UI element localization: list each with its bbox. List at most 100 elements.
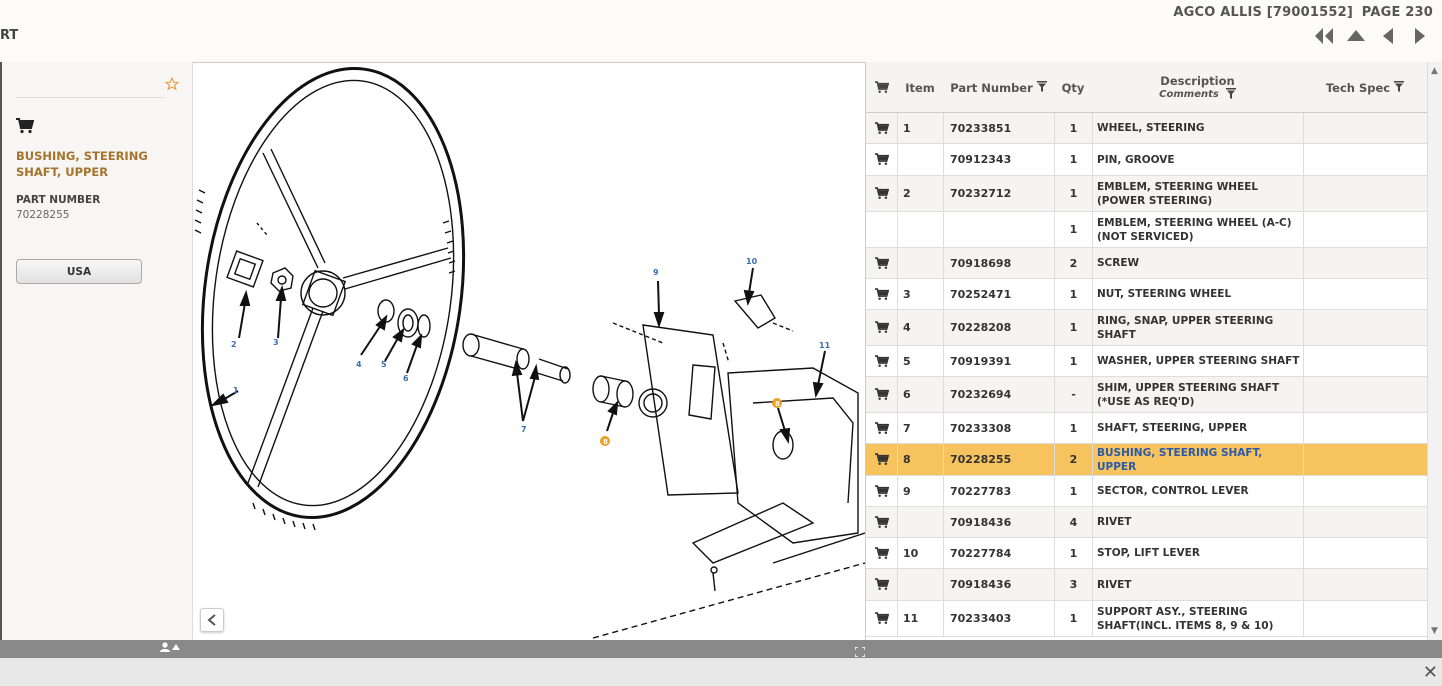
cell-part-number[interactable]: 70227784 [943, 538, 1054, 568]
next-page-button[interactable] [1410, 26, 1430, 46]
cell-part-number[interactable]: 70233851 [943, 113, 1054, 143]
cell-description: SECTOR, CONTROL LEVER [1092, 476, 1303, 506]
cell-part-number[interactable]: 70918436 [943, 507, 1054, 537]
row-cart-button[interactable] [866, 476, 897, 506]
cell-description: STOP, LIFT LEVER [1092, 538, 1303, 568]
close-icon[interactable]: ✕ [1422, 662, 1438, 683]
cell-tech-spec [1303, 377, 1427, 412]
row-cart-button[interactable] [866, 377, 897, 412]
callout-9[interactable]: 9 [653, 268, 659, 277]
callout-10[interactable]: 10 [746, 257, 758, 266]
row-cart-button[interactable] [866, 144, 897, 175]
row-cart-button[interactable] [866, 569, 897, 600]
cart-icon [874, 287, 889, 301]
cell-description: NUT, STEERING WHEEL [1092, 279, 1303, 309]
callout-2[interactable]: 2 [231, 340, 237, 349]
divider [16, 97, 164, 98]
double-chevron-left-icon [1315, 28, 1333, 44]
column-header-tech-spec[interactable]: Tech Spec [1303, 62, 1427, 113]
row-cart-button[interactable] [866, 601, 897, 636]
cell-item [897, 212, 943, 247]
callout-8-highlight-2[interactable]: 8 [775, 400, 780, 408]
cell-part-number[interactable]: 70233403 [943, 601, 1054, 636]
cell-part-number[interactable]: 70252471 [943, 279, 1054, 309]
status-bar [0, 640, 1442, 658]
row-cart-button[interactable] [866, 507, 897, 537]
scroll-up-icon[interactable]: ▲ [1431, 66, 1438, 76]
cell-part-number[interactable]: 70232694 [943, 377, 1054, 412]
favorite-star-icon[interactable] [164, 76, 180, 95]
cell-part-number[interactable]: 70232712 [943, 176, 1054, 211]
cell-part-number[interactable]: 70228255 [943, 444, 1054, 475]
scroll-down-icon[interactable]: ▼ [1431, 626, 1438, 636]
cell-part-number[interactable]: 70227783 [943, 476, 1054, 506]
column-header-description[interactable]: Description Comments [1092, 62, 1303, 113]
cell-part-number[interactable]: 70918698 [943, 248, 1054, 278]
column-header-item[interactable]: Item [905, 80, 935, 95]
filter-icon[interactable] [1225, 87, 1236, 102]
row-cart-button[interactable] [866, 346, 897, 376]
callout-4[interactable]: 4 [356, 360, 362, 369]
row-cart-button[interactable] [866, 413, 897, 443]
cell-tech-spec [1303, 538, 1427, 568]
header-cart-icon[interactable] [866, 62, 897, 113]
filter-icon[interactable] [1036, 80, 1047, 95]
table-scrollbar[interactable]: ▲ ▼ [1427, 62, 1442, 640]
row-cart-button[interactable] [866, 176, 897, 211]
callout-8-highlight[interactable]: 8 [603, 438, 608, 446]
expand-icon [854, 646, 866, 658]
cell-part-number[interactable] [943, 212, 1054, 247]
cell-part-number[interactable]: 70912343 [943, 144, 1054, 175]
user-menu-button[interactable] [160, 642, 180, 652]
region-button[interactable]: USA [16, 259, 142, 284]
part-number-header-label: Part Number [950, 80, 1033, 95]
cell-part-number[interactable]: 70918436 [943, 569, 1054, 600]
row-cart-button[interactable] [866, 248, 897, 278]
previous-page-button[interactable] [1378, 26, 1398, 46]
callout-11[interactable]: 11 [819, 341, 831, 350]
cell-part-number[interactable]: 70233308 [943, 413, 1054, 443]
cell-description: RING, SNAP, UPPER STEERING SHAFT [1092, 310, 1303, 345]
catalog-title: AGCO ALLIS [79001552] PAGE 230 [1169, 5, 1433, 20]
callout-1[interactable]: 1 [233, 386, 239, 395]
triangle-up-icon [1347, 30, 1365, 41]
column-header-part-number[interactable]: Part Number [943, 62, 1054, 113]
page-up-button[interactable] [1346, 26, 1366, 46]
filter-icon[interactable] [1394, 80, 1405, 95]
callout-5[interactable]: 5 [381, 360, 387, 369]
callout-6[interactable]: 6 [403, 374, 409, 383]
row-cart-button[interactable] [866, 113, 897, 143]
cart-icon [874, 121, 889, 135]
callout-7[interactable]: 7 [521, 425, 527, 434]
row-cart-button[interactable] [866, 444, 897, 475]
add-to-cart-button[interactable] [16, 118, 35, 138]
collapse-panel-button[interactable] [200, 608, 224, 632]
exploded-parts-diagram[interactable]: 1 2 3 4 5 6 7 9 10 11 8 8 [193, 62, 865, 640]
cell-item: 8 [897, 444, 943, 475]
first-page-button[interactable] [1314, 26, 1334, 46]
cell-part-number[interactable]: 70228208 [943, 310, 1054, 345]
row-cart-button[interactable] [866, 310, 897, 345]
callout-3[interactable]: 3 [273, 338, 279, 347]
row-cart-button[interactable] [866, 279, 897, 309]
row-cart-button[interactable] [866, 538, 897, 568]
cell-part-number[interactable]: 70919391 [943, 346, 1054, 376]
column-header-qty[interactable]: Qty [1061, 80, 1085, 95]
